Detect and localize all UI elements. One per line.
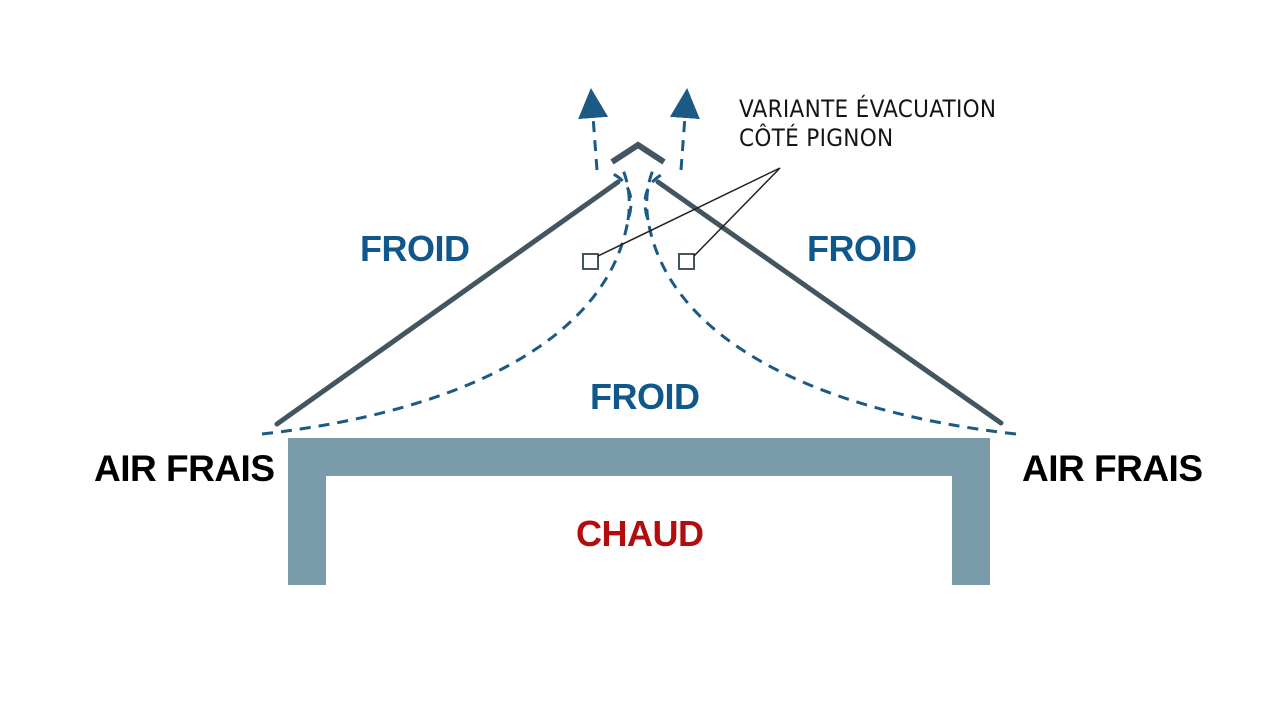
airflow-paths (261, 88, 1017, 436)
building-walls (288, 438, 990, 585)
label-air-frais-left: AIR FRAIS (94, 448, 275, 489)
roof-right-slope (655, 179, 1004, 426)
label-note-line2: CÔTÉ PIGNON (739, 122, 893, 152)
label-air-frais-right: AIR FRAIS (1022, 448, 1203, 489)
gable-vent-left (582, 253, 599, 270)
gable-vent-right (678, 253, 695, 270)
airflow-right-inner (645, 167, 656, 221)
airflow-exhaust-left (578, 88, 609, 171)
label-froid-center: FROID (590, 376, 700, 417)
airflow-left-inner (620, 167, 631, 221)
airflow-exhaust-right (669, 88, 700, 171)
label-chaud: CHAUD (576, 513, 704, 554)
label-froid-left: FROID (360, 228, 470, 269)
callout-line-right (693, 167, 781, 257)
ridge-cap (610, 141, 666, 165)
label-froid-right: FROID (807, 228, 917, 269)
airflow-left-outer (261, 170, 633, 436)
label-note-line1: VARIANTE ÉVACUATION (739, 94, 996, 123)
roof-left-slope (274, 179, 621, 427)
airflow-right-outer (643, 170, 1017, 436)
callout-line-left (597, 167, 781, 257)
